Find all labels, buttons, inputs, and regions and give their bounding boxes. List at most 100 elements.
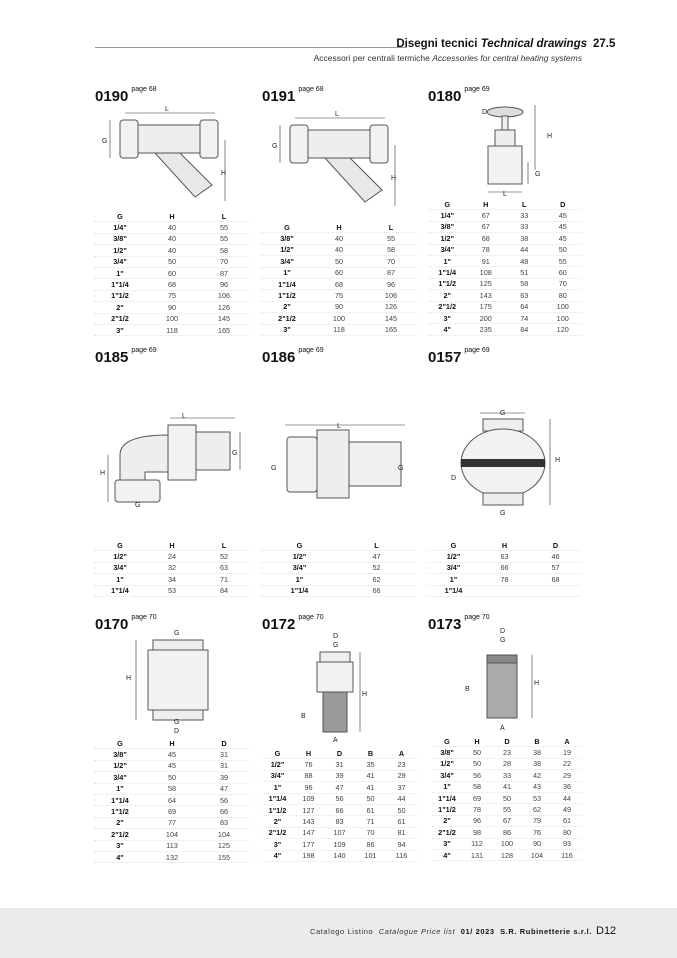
value-cell: 116 bbox=[561, 850, 573, 860]
value-cell: 107 bbox=[333, 828, 346, 838]
value-cell: 113 bbox=[166, 841, 178, 851]
value-cell: 40 bbox=[334, 234, 344, 244]
value-cell: 71 bbox=[366, 817, 375, 827]
page-ref[interactable]: page 70 bbox=[131, 614, 157, 621]
value-cell: 67 bbox=[502, 816, 512, 826]
page-ref[interactable]: page 69 bbox=[298, 347, 324, 354]
value-cell: 50 bbox=[167, 257, 177, 267]
value-cell: 108 bbox=[479, 268, 492, 278]
product-code: 0172 bbox=[262, 616, 296, 633]
dim-label: G bbox=[500, 637, 505, 644]
value-cell: 28 bbox=[502, 759, 512, 769]
footer-band bbox=[0, 908, 677, 958]
page-ref[interactable]: page 69 bbox=[131, 347, 157, 354]
size-cell: 1/2" bbox=[440, 759, 454, 769]
value-cell: 68 bbox=[481, 233, 490, 243]
dim-label: D bbox=[482, 109, 487, 116]
page-ref[interactable]: page 68 bbox=[298, 86, 324, 93]
size-cell: 1"1/4 bbox=[438, 268, 457, 278]
size-cell: 1/2" bbox=[113, 245, 127, 255]
size-cell: 3" bbox=[116, 325, 124, 335]
size-cell: 3" bbox=[283, 325, 291, 335]
value-cell: 84 bbox=[219, 586, 229, 596]
page-ref[interactable]: page 69 bbox=[464, 347, 490, 354]
value-cell: 93 bbox=[562, 839, 572, 849]
value-cell: 101 bbox=[364, 851, 377, 861]
column-header: L bbox=[522, 199, 527, 209]
size-cell: 1" bbox=[443, 782, 451, 792]
value-cell: 155 bbox=[217, 852, 231, 862]
column-header: H bbox=[483, 199, 489, 209]
header-rule bbox=[95, 47, 407, 48]
value-cell: 80 bbox=[558, 290, 567, 300]
value-cell: 24 bbox=[167, 552, 177, 562]
value-cell: 83 bbox=[219, 818, 229, 828]
drawing-gate-valve-0180: D H G L bbox=[482, 105, 552, 198]
size-cell: 1"1/2 bbox=[111, 807, 129, 817]
dim-label: G bbox=[232, 450, 237, 457]
dim-label: A bbox=[333, 737, 338, 744]
size-cell: 1"1/4 bbox=[438, 793, 456, 803]
value-cell: 42 bbox=[532, 770, 542, 780]
value-cell: 78 bbox=[472, 805, 482, 815]
value-cell: 86 bbox=[502, 827, 512, 837]
value-cell: 98 bbox=[472, 827, 482, 837]
value-cell: 56 bbox=[219, 795, 229, 805]
size-cell: 2"1/2 bbox=[438, 827, 456, 837]
value-cell: 32 bbox=[167, 563, 177, 573]
value-cell: 131 bbox=[470, 850, 484, 860]
column-header: D bbox=[504, 736, 510, 746]
size-cell: 1"1/4 bbox=[111, 795, 129, 805]
value-cell: 55 bbox=[386, 234, 396, 244]
size-cell: 3/4" bbox=[113, 257, 127, 267]
value-cell: 126 bbox=[217, 302, 231, 312]
dim-label: L bbox=[337, 423, 341, 430]
dim-label: G bbox=[174, 630, 179, 637]
value-cell: 104 bbox=[165, 829, 179, 839]
value-cell: 79 bbox=[532, 816, 542, 826]
company-name: S.R. Rubinetterie s.r.l. bbox=[500, 927, 592, 936]
size-cell: 1/2" bbox=[270, 760, 285, 770]
value-cell: 60 bbox=[558, 268, 567, 278]
value-cell: 47 bbox=[219, 784, 229, 794]
value-cell: 125 bbox=[217, 841, 231, 851]
value-cell: 83 bbox=[335, 817, 344, 827]
column-header: G bbox=[450, 540, 457, 550]
page-ref[interactable]: page 70 bbox=[464, 614, 490, 621]
value-cell: 75 bbox=[334, 291, 344, 301]
value-cell: 38 bbox=[520, 233, 529, 243]
size-cell: 1"1/4 bbox=[444, 586, 463, 596]
value-cell: 61 bbox=[366, 805, 375, 815]
value-cell: 109 bbox=[333, 839, 346, 849]
value-cell: 29 bbox=[562, 770, 572, 780]
value-cell: 88 bbox=[304, 771, 313, 781]
size-cell: 1" bbox=[449, 574, 458, 584]
column-header: H bbox=[474, 736, 480, 746]
value-cell: 50 bbox=[472, 748, 482, 758]
value-cell: 62 bbox=[372, 574, 381, 584]
page-ref[interactable]: page 68 bbox=[131, 86, 157, 93]
page-ref[interactable]: page 69 bbox=[464, 86, 490, 93]
value-cell: 47 bbox=[372, 552, 381, 562]
page-ref[interactable]: page 70 bbox=[298, 614, 324, 621]
size-cell: 3/4" bbox=[446, 563, 461, 573]
value-cell: 94 bbox=[397, 839, 406, 849]
